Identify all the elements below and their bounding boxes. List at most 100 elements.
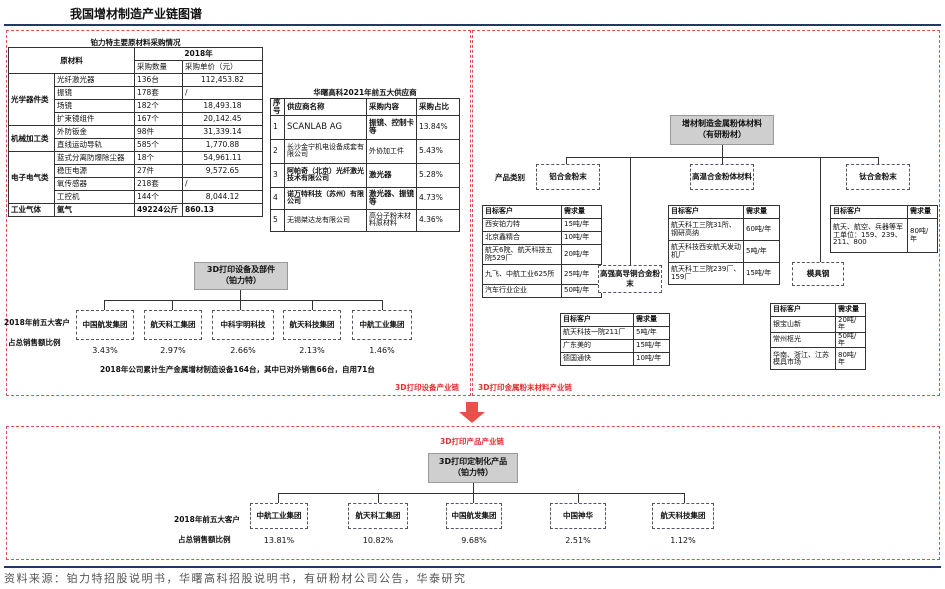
demand: 5吨/年 bbox=[633, 326, 670, 340]
connector bbox=[722, 145, 723, 157]
title-rule bbox=[4, 24, 941, 26]
connector bbox=[473, 493, 474, 503]
material-qty: 136台 bbox=[134, 73, 183, 87]
equipment-top5-label: 2018年前五大客户 bbox=[4, 318, 70, 327]
products-node-sub: （铂力特） bbox=[453, 468, 493, 477]
equipment-node-sub: （铂力特） bbox=[221, 276, 261, 285]
supplier-content: 振镜、控制卡等 bbox=[366, 114, 417, 140]
supplier-no: 3 bbox=[270, 162, 285, 188]
footer-rule bbox=[4, 566, 941, 568]
supplier-no: 5 bbox=[270, 208, 285, 232]
supplier-share: 5.43% bbox=[416, 138, 460, 164]
demand: 50吨/年 bbox=[835, 331, 866, 349]
equipment-customer-pct: 3.43% bbox=[92, 346, 118, 355]
material-name: 场镜 bbox=[54, 99, 135, 113]
products-panel bbox=[6, 426, 940, 560]
products-node: 3D打印定制化产品 （铂力特） bbox=[428, 453, 518, 483]
supplier-name: 诺万特科技（苏州）有限公司 bbox=[284, 186, 367, 210]
equipment-customer-pct: 2.97% bbox=[160, 346, 186, 355]
mold-steel-node: 模具钢 bbox=[792, 262, 844, 286]
target-customer: 航天、航空、兵器等军工单位：159、239、211、800 bbox=[830, 218, 908, 253]
equipment-customer: 中航工业集团 bbox=[352, 310, 412, 340]
supplier-share: 4.36% bbox=[416, 208, 460, 232]
products-customer-pct: 1.12% bbox=[670, 536, 696, 545]
demand-col: 需求量 bbox=[743, 205, 780, 219]
material-qty: 18个 bbox=[134, 151, 183, 165]
connector bbox=[820, 157, 821, 262]
demand: 80吨/年 bbox=[907, 218, 938, 253]
material-name: 氧传感器 bbox=[54, 177, 135, 191]
material-name: 光纤激光器 bbox=[54, 73, 135, 87]
demand: 50吨/年 bbox=[561, 284, 602, 298]
target-customer: 航天科工三院239厂、159厂 bbox=[668, 262, 744, 285]
supplier-content: 激光器、振镜等 bbox=[366, 186, 417, 210]
demand: 15吨/年 bbox=[561, 218, 602, 232]
materials-chain-label: 3D打印金属粉末材料产业链 bbox=[478, 383, 572, 392]
target-customer: 常州枢光 bbox=[770, 331, 836, 349]
demand-col: 需求量 bbox=[835, 303, 866, 317]
products-customer-pct: 13.81% bbox=[263, 536, 295, 545]
cat-electrical: 电子电气类 bbox=[8, 151, 55, 204]
target-customer: 广东美的 bbox=[560, 339, 634, 353]
target-customer: 德国通快 bbox=[560, 352, 634, 366]
demand-col: 需求量 bbox=[633, 313, 670, 327]
connector bbox=[630, 157, 631, 265]
products-customer-pct: 2.51% bbox=[565, 536, 591, 545]
material-qty: 182个 bbox=[134, 99, 183, 113]
col-qty: 采购数量 bbox=[134, 60, 183, 74]
supplier-content: 激光器 bbox=[366, 162, 417, 188]
col-year: 2018年 bbox=[134, 47, 263, 61]
material-name: 稳压电源 bbox=[54, 164, 135, 178]
target-customer: 汽车行业企业 bbox=[482, 284, 562, 298]
supplier-col-content: 采购内容 bbox=[366, 98, 417, 116]
material-qty: 144个 bbox=[134, 190, 183, 204]
connector bbox=[240, 300, 241, 310]
demand: 20吨/年 bbox=[561, 244, 602, 265]
connector bbox=[104, 300, 105, 310]
products-customer: 中国神华 bbox=[550, 503, 606, 529]
cat-optical: 光学器件类 bbox=[8, 73, 55, 126]
target-customer: 西安铂力特 bbox=[482, 218, 562, 232]
connector bbox=[382, 300, 383, 310]
suppliers-table: 序号 供应商名称 采购内容 采购占比 1 SCANLAB AG 振镜、控制卡等 … bbox=[270, 98, 460, 232]
products-customer: 航天科工集团 bbox=[348, 503, 408, 529]
demand: 10吨/年 bbox=[561, 231, 602, 245]
target-customer: 九飞、中航工业625所 bbox=[482, 264, 562, 285]
supplier-name: 阿帕奇（北京）光纤激光技术有限公司 bbox=[284, 162, 367, 188]
category-label: 产品类别 bbox=[495, 173, 525, 182]
supplier-no: 4 bbox=[270, 186, 285, 210]
connector bbox=[722, 157, 723, 165]
material-name: 扩束镜组件 bbox=[54, 112, 135, 126]
col-price: 采购单价（元） bbox=[182, 60, 263, 74]
source-note: 资料来源：铂力特招股说明书，华曙高科招股说明书，有研粉材公司公告，华泰研究 bbox=[4, 572, 467, 585]
supplier-content: 高分子粉末材料原材料 bbox=[366, 208, 417, 232]
demand: 60吨/年 bbox=[743, 218, 780, 241]
material-price: 20,142.45 bbox=[182, 112, 263, 126]
col-material: 原材料 bbox=[8, 47, 135, 74]
material-price: 860.13 bbox=[182, 203, 263, 217]
equipment-node-label: 3D打印设备及部件 bbox=[206, 265, 276, 275]
materials-panel bbox=[472, 30, 940, 396]
equipment-note: 2018年公司累计生产金属增材制造设备164台，其中已对外销售66台，自用71台 bbox=[100, 365, 375, 374]
supplier-content: 外协加工件 bbox=[366, 138, 417, 164]
equipment-customer-pct: 1.46% bbox=[369, 346, 395, 355]
demand: 10吨/年 bbox=[633, 352, 670, 366]
connector bbox=[473, 483, 474, 493]
material-qty: 49224公斤 bbox=[134, 203, 183, 217]
target-customer: 航天科工三院31所、钢研高纳 bbox=[668, 218, 744, 241]
suppliers-caption: 华曙高科2021年前五大供应商 bbox=[313, 88, 417, 97]
target-customer: 航天科技一院211厂 bbox=[560, 326, 634, 340]
supplier-share: 5.28% bbox=[416, 162, 460, 188]
equipment-customer-pct: 2.13% bbox=[299, 346, 325, 355]
products-customer-pct: 9.68% bbox=[461, 536, 487, 545]
material-name: 振镜 bbox=[54, 86, 135, 100]
material-price: 112,453.82 bbox=[182, 73, 263, 87]
products-customer: 中航工业集团 bbox=[250, 503, 308, 529]
target-col: 目标客户 bbox=[482, 205, 562, 219]
page-title: 我国增材制造产业链图谱 bbox=[70, 7, 203, 21]
target-customer: 北京鑫精合 bbox=[482, 231, 562, 245]
connector bbox=[312, 300, 313, 310]
